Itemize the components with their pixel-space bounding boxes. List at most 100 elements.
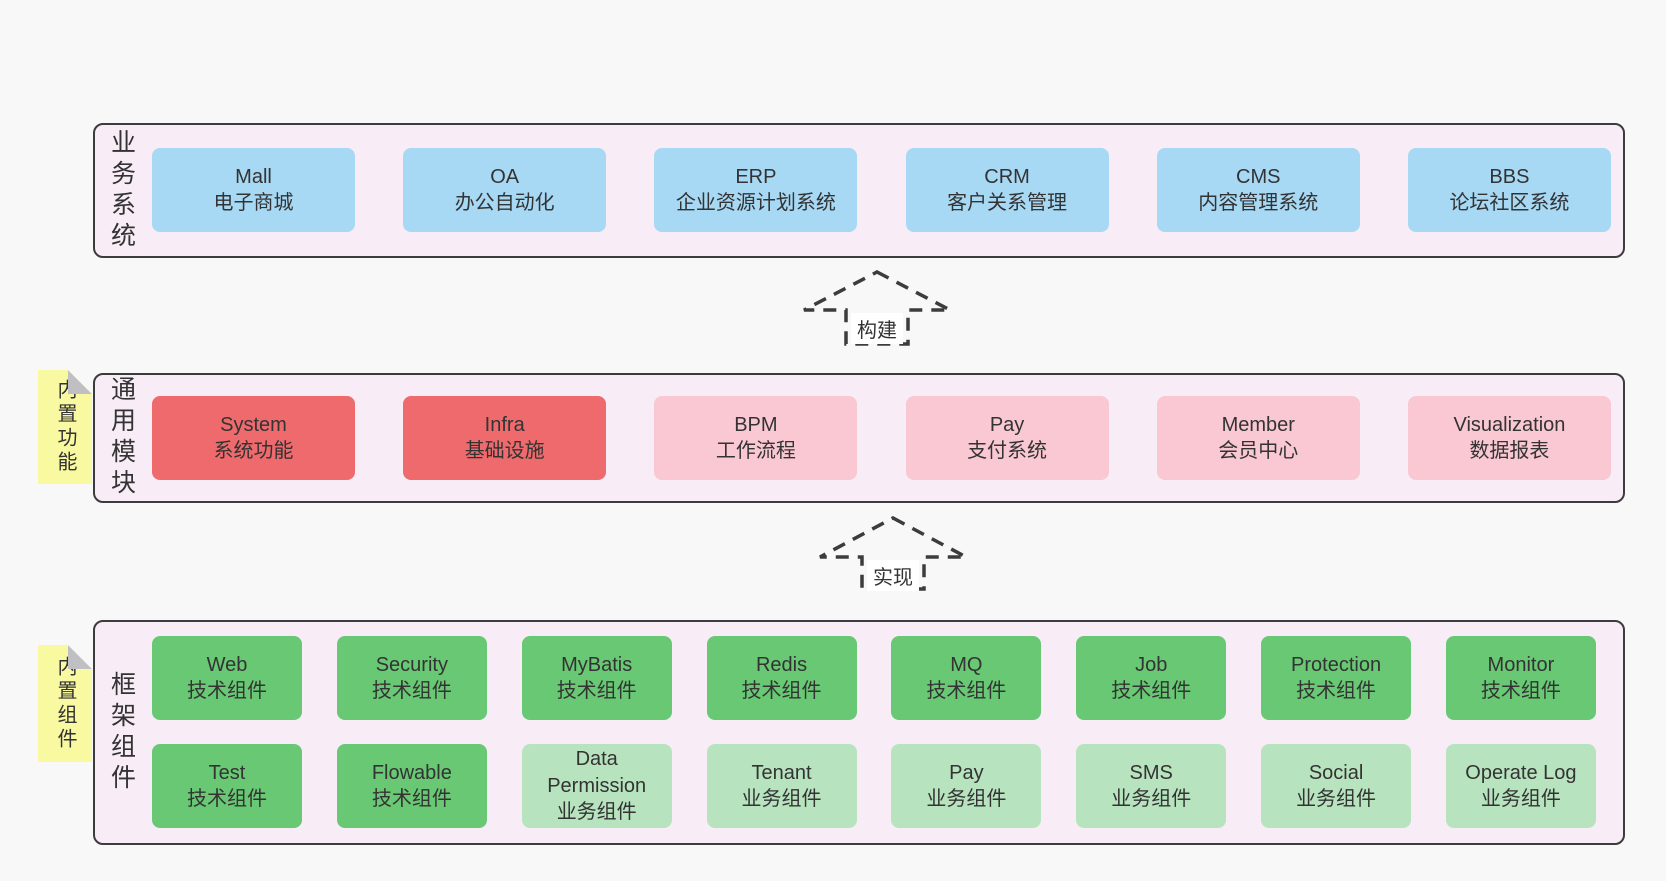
box-title: MyBatis — [561, 653, 633, 676]
layer-label-components: 框架组件 — [95, 622, 147, 843]
box-subtitle: 基础设施 — [464, 440, 545, 462]
box-subtitle: 内容管理系统 — [1198, 192, 1319, 214]
box-subtitle: 支付系统 — [967, 440, 1048, 462]
sticky-note-built-in-components: 内置组件 — [38, 645, 92, 762]
layer-label-text: 框架组件 — [107, 670, 136, 795]
box-title: Test — [208, 761, 246, 784]
box-monitor: Monitor 技术组件 — [1445, 636, 1596, 720]
box-title: BBS — [1489, 165, 1530, 188]
box-subtitle: 电子商城 — [213, 192, 294, 214]
box-subtitle: 企业资源计划系统 — [675, 192, 836, 214]
box-pay: Pay 业务组件 — [891, 744, 1042, 828]
layer-label-business: 业务系统 — [95, 125, 147, 256]
box-title: Pay — [989, 413, 1025, 436]
box-data-permission: Data Permission 业务组件 — [521, 744, 672, 828]
box-title: ERP — [735, 165, 777, 188]
box-subtitle: 技术组件 — [371, 788, 452, 810]
box-title: CMS — [1236, 165, 1281, 188]
box-crm: CRM 客户关系管理 — [905, 148, 1109, 232]
box-title: Protection — [1291, 653, 1382, 676]
box-title: CRM — [984, 165, 1030, 188]
box-title: Data Permission — [547, 748, 647, 797]
box-member: Member 会员中心 — [1156, 396, 1360, 480]
box-title: Monitor — [1487, 653, 1555, 676]
box-subtitle: 技术组件 — [926, 680, 1007, 702]
box-subtitle: 技术组件 — [187, 680, 267, 702]
box-subtitle: 技术组件 — [1111, 680, 1192, 702]
box-title: Member — [1221, 413, 1295, 436]
box-subtitle: 业务组件 — [1111, 788, 1192, 810]
box-title: Pay — [949, 761, 984, 784]
box-protection: Protection 技术组件 — [1261, 636, 1412, 720]
box-subtitle: 数据报表 — [1469, 440, 1550, 462]
box-system: System 系统功能 — [152, 396, 355, 480]
box-bpm: BPM 工作流程 — [654, 396, 858, 480]
box-title: System — [220, 413, 287, 436]
layer-label-modules: 通用模块 — [95, 375, 147, 501]
implement-arrow-label: 实现 — [867, 560, 919, 591]
layer-common-modules: 通用模块 System 系统功能 Infra 基础设施 BPM 工作流程 Pay 支付系统 Me… — [93, 373, 1625, 503]
box-subtitle: 业务组件 — [1480, 788, 1561, 810]
sticky-note-built-in-functions: 内置功能 — [38, 370, 92, 484]
box-bbs: BBS 论坛社区系统 — [1407, 148, 1611, 232]
box-subtitle: 技术组件 — [556, 680, 637, 702]
modules-box-row: System 系统功能 Infra 基础设施 BPM 工作流程 Pay 支付系统 Member 会… — [152, 396, 1611, 480]
box-title: Mall — [235, 165, 272, 188]
box-title: Infra — [484, 413, 525, 436]
box-subtitle: 论坛社区系统 — [1449, 192, 1570, 214]
box-cms: CMS 内容管理系统 — [1156, 148, 1360, 232]
box-title: MQ — [950, 653, 983, 676]
box-visualization: Visualization 数据报表 — [1407, 396, 1611, 480]
box-subtitle: 技术组件 — [187, 788, 267, 810]
box-mybatis: MyBatis 技术组件 — [521, 636, 672, 720]
box-flowable: Flowable 技术组件 — [336, 744, 487, 828]
box-title: SMS — [1129, 761, 1173, 784]
box-subtitle: 技术组件 — [741, 680, 822, 702]
implement-arrow: 实现 — [811, 510, 975, 598]
box-title: OA — [490, 165, 520, 188]
box-subtitle: 业务组件 — [556, 801, 637, 824]
box-title: Visualization — [1453, 413, 1566, 436]
dashed-up-arrow-icon — [803, 270, 951, 346]
sticky-note-text: 内置组件 — [54, 655, 76, 752]
box-title: Social — [1308, 761, 1364, 784]
box-subtitle: 技术组件 — [1296, 680, 1377, 702]
box-erp: ERP 企业资源计划系统 — [654, 148, 858, 232]
box-title: Job — [1135, 653, 1168, 676]
box-subtitle: 技术组件 — [1480, 680, 1561, 702]
box-subtitle: 工作流程 — [715, 440, 796, 462]
box-mq: MQ 技术组件 — [891, 636, 1042, 720]
box-title: Flowable — [371, 761, 452, 784]
box-subtitle: 会员中心 — [1218, 440, 1299, 462]
box-subtitle: 系统功能 — [213, 440, 294, 462]
build-arrow-label: 构建 — [851, 313, 903, 344]
sticky-note-text: 内置功能 — [54, 379, 76, 475]
box-sms: SMS 业务组件 — [1076, 744, 1227, 828]
folded-corner-icon — [68, 370, 92, 394]
box-subtitle: 技术组件 — [371, 680, 452, 702]
folded-corner-icon — [68, 645, 92, 669]
box-infra: Infra 基础设施 — [403, 396, 607, 480]
box-pay: Pay 支付系统 — [905, 396, 1109, 480]
box-subtitle: 业务组件 — [741, 788, 822, 810]
box-subtitle: 客户关系管理 — [947, 192, 1068, 214]
box-web: Web 技术组件 — [152, 636, 302, 720]
box-tenant: Tenant 业务组件 — [706, 744, 857, 828]
box-title: Web — [206, 653, 248, 676]
box-test: Test 技术组件 — [152, 744, 302, 828]
box-title: Tenant — [751, 761, 812, 784]
box-title: BPM — [734, 413, 778, 436]
box-subtitle: 业务组件 — [926, 788, 1007, 810]
build-arrow: 构建 — [795, 263, 959, 351]
box-mall: Mall 电子商城 — [152, 148, 355, 232]
